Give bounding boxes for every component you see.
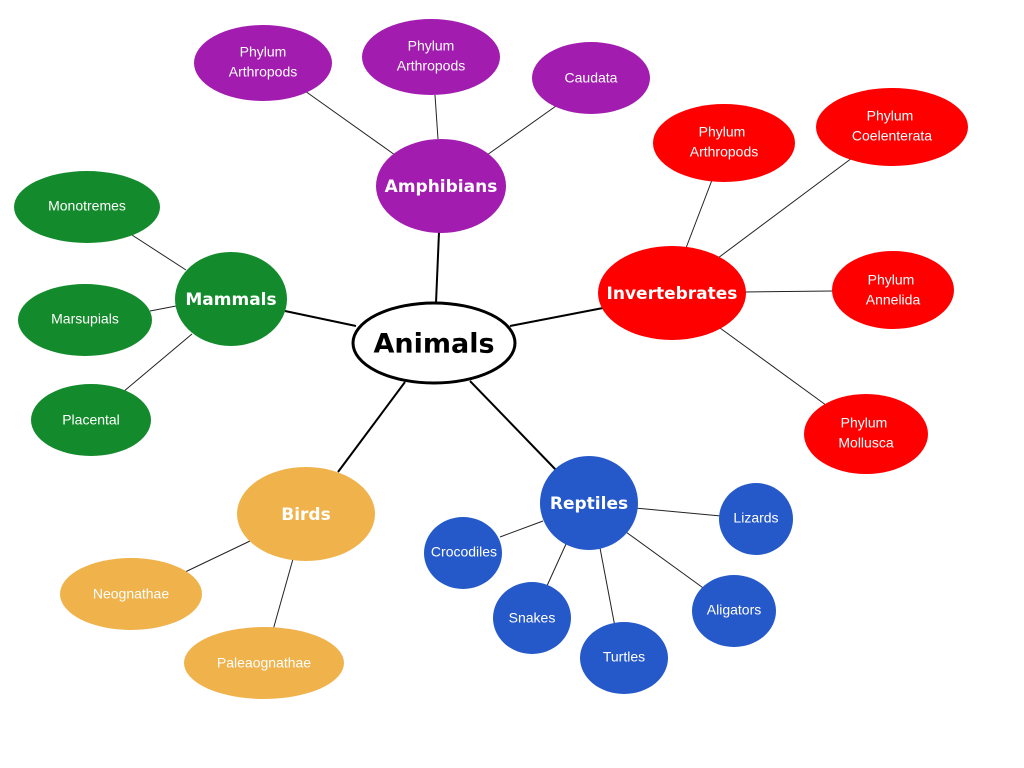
- mammals-leaf-monotremes: [14, 171, 160, 243]
- mammals-leaf-monotremes-label: Monotremes: [48, 198, 126, 214]
- reptiles-leaf-crocodiles: [424, 517, 502, 589]
- center-node: [351, 301, 517, 385]
- center-label: Animals: [373, 329, 494, 360]
- edge-invertebrates-coelenterata: [717, 157, 853, 259]
- edge-mammals-monotremes: [131, 234, 187, 271]
- reptiles-leaf-aligators-label: Aligators: [707, 602, 761, 618]
- mammals-label: Mammals: [185, 290, 276, 310]
- invertebrates-leaf-coelenterata-line1: Phylum: [867, 108, 914, 124]
- reptiles-cluster: Crocodiles Snakes Turtles Aligators Liza…: [424, 456, 793, 694]
- amphibians-leaf-arthropods-2: [362, 19, 500, 95]
- invertebrates-leaf-mollusca-line2: Mollusca: [838, 435, 893, 451]
- birds-label: Birds: [281, 505, 330, 525]
- edge-amphibians-caudata: [486, 105, 557, 156]
- birds-leaf-neognathae-label: Neognathae: [93, 586, 170, 602]
- edge-reptiles-aligators: [625, 531, 707, 591]
- edge-mammals-marsupials: [149, 305, 177, 312]
- edge-center-mammals: [284, 310, 357, 327]
- mammals-cluster: Monotremes Marsupials Placental Mammals: [14, 171, 287, 456]
- invertebrates-leaf-annelida: [832, 251, 954, 329]
- reptiles-leaf-snakes-label: Snakes: [509, 610, 556, 626]
- mammals-node: [175, 252, 287, 346]
- birds-leaf-paleaognathae: [184, 627, 344, 699]
- edge-reptiles-turtles: [599, 547, 616, 628]
- edge-birds-neognathae: [182, 540, 251, 574]
- invertebrates-node: [598, 246, 746, 340]
- edge-invertebrates-annelida: [744, 290, 834, 293]
- invertebrates-leaf-annelida-line2: Annelida: [866, 292, 921, 308]
- mammals-leaf-placental-label: Placental: [62, 412, 120, 428]
- birds-leaf-neognathae: [60, 558, 202, 630]
- invertebrates-leaf-mollusca-line1: Phylum: [841, 415, 888, 431]
- invertebrates-leaf-arthropods-line1: Phylum: [699, 124, 746, 140]
- reptiles-node: [540, 456, 638, 550]
- reptiles-leaf-crocodiles-label: Crocodiles: [431, 544, 497, 560]
- edge-invertebrates-arthropods: [685, 179, 713, 249]
- reptiles-leaf-turtles-label: Turtles: [603, 649, 645, 665]
- edge-amphibians-arthropods-1: [304, 90, 396, 156]
- edge-birds-paleaognathae: [272, 558, 294, 631]
- reptiles-label: Reptiles: [550, 494, 628, 514]
- mammals-leaf-marsupials-label: Marsupials: [51, 311, 119, 327]
- reptiles-leaf-turtles: [580, 622, 668, 694]
- edge-amphibians-arthropods-2: [434, 94, 439, 140]
- edge-invertebrates-mollusca: [719, 327, 831, 409]
- reptiles-leaf-snakes: [493, 582, 571, 654]
- mammals-leaf-placental: [31, 384, 151, 456]
- reptiles-leaf-lizards-label: Lizards: [733, 510, 778, 526]
- edge-reptiles-lizards: [634, 507, 722, 517]
- invertebrates-leaf-arthropods-line2: Arthropods: [690, 144, 758, 160]
- edge-center-reptiles: [469, 380, 557, 471]
- birds-cluster: Neognathae Paleaognathae Birds: [60, 467, 375, 699]
- amphibians-cluster: Phylum Arthropods Phylum Arthropods Caud…: [194, 19, 650, 233]
- invertebrates-leaf-mollusca: [804, 394, 928, 474]
- edge-center-amphibians: [435, 231, 440, 304]
- invertebrates-leaf-coelenterata: [816, 88, 968, 166]
- invertebrates-leaf-annelida-line1: Phylum: [868, 272, 915, 288]
- amphibians-leaf-arthropods-1: [194, 25, 332, 101]
- reptiles-leaf-aligators: [692, 575, 776, 647]
- edge-mammals-placental: [122, 333, 193, 393]
- amphibians-node: [376, 139, 506, 233]
- leaf-edges: [122, 90, 853, 631]
- center-edges: [284, 231, 604, 473]
- edge-reptiles-crocodiles: [499, 520, 544, 538]
- edge-reptiles-snakes: [545, 543, 567, 589]
- center-cluster: Animals: [351, 301, 517, 385]
- invertebrates-label: Invertebrates: [607, 284, 738, 304]
- birds-node: [237, 467, 375, 561]
- edge-center-invertebrates: [509, 307, 604, 327]
- invertebrates-leaf-coelenterata-line2: Coelenterata: [852, 128, 932, 144]
- mammals-leaf-marsupials: [18, 284, 152, 356]
- birds-leaf-paleaognathae-label: Paleaognathae: [217, 655, 311, 671]
- amphibians-leaf-arthropods-2-line1: Phylum: [408, 38, 455, 54]
- invertebrates-cluster: Phylum Arthropods Phylum Coelenterata Ph…: [598, 88, 968, 474]
- amphibians-leaf-arthropods-2-line2: Arthropods: [397, 58, 465, 74]
- amphibians-leaf-caudata: [532, 42, 650, 114]
- edge-center-birds: [337, 381, 406, 473]
- amphibians-label: Amphibians: [385, 177, 498, 197]
- invertebrates-leaf-arthropods: [653, 104, 795, 182]
- reptiles-leaf-lizards: [719, 483, 793, 555]
- amphibians-leaf-arthropods-1-line2: Arthropods: [229, 64, 297, 80]
- amphibians-leaf-caudata-label: Caudata: [565, 70, 618, 86]
- amphibians-leaf-arthropods-1-line1: Phylum: [240, 44, 287, 60]
